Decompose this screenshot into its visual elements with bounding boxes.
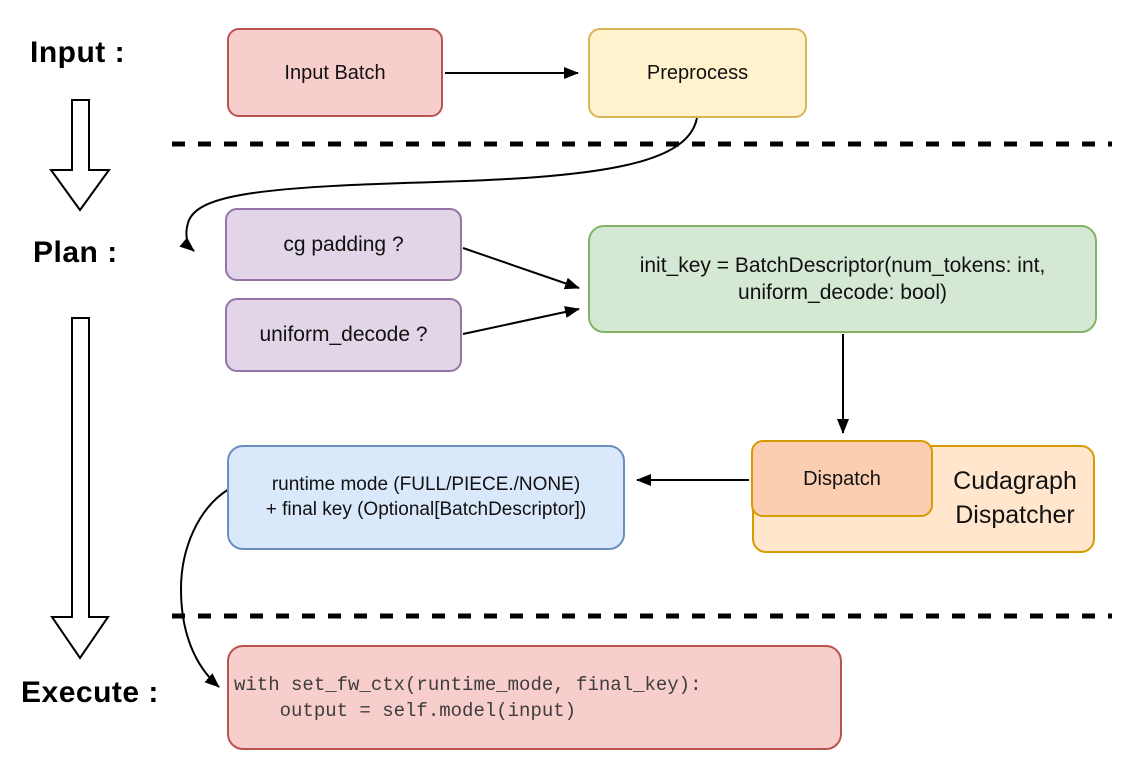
node-init-key-line1: init_key = BatchDescriptor(num_tokens: i… xyxy=(639,253,1046,277)
node-preprocess-label: Preprocess xyxy=(646,62,749,84)
stage-arrow-input-to-plan-icon xyxy=(49,99,111,212)
node-init-key-line2: uniform_decode: bool) xyxy=(738,281,947,304)
cudagraph-line2: Dispatcher xyxy=(955,501,1075,529)
stage-label-input: Input : xyxy=(30,36,126,69)
node-preprocess: Preprocess xyxy=(588,28,807,118)
execute-code-line1: with set_fw_ctx(runtime_mode, final_key)… xyxy=(234,673,702,696)
node-input-batch: Input Batch xyxy=(227,28,443,117)
stage-label-plan: Plan : xyxy=(33,236,118,269)
node-cg-padding-label: cg padding ? xyxy=(283,232,404,256)
node-runtime-mode-line2: + final key (Optional[BatchDescriptor]) xyxy=(265,498,587,520)
node-runtime-mode: runtime mode (FULL/PIECE./NONE) + final … xyxy=(227,445,625,550)
node-dispatch: Dispatch xyxy=(751,440,933,517)
node-init-key: init_key = BatchDescriptor(num_tokens: i… xyxy=(588,225,1097,333)
stage-label-execute: Execute : xyxy=(21,676,159,709)
node-uniform-decode-label: uniform_decode ? xyxy=(259,323,428,347)
edge-preprocess-cgpadding xyxy=(179,117,698,252)
node-cudagraph-dispatcher-label: Cudagraph Dispatcher xyxy=(935,453,1095,545)
stage-arrow-plan-to-execute-icon xyxy=(50,317,110,660)
node-runtime-mode-line1: runtime mode (FULL/PIECE./NONE) xyxy=(271,473,581,495)
node-execute-code: with set_fw_ctx(runtime_mode, final_key)… xyxy=(227,645,842,750)
cudagraph-line1: Cudagraph xyxy=(953,467,1077,496)
node-input-batch-label: Input Batch xyxy=(284,61,386,84)
node-uniform-decode: uniform_decode ? xyxy=(225,298,462,372)
node-cg-padding: cg padding ? xyxy=(225,208,462,281)
edge-cgpadding-initkey xyxy=(462,247,580,290)
execute-code-line2: output = self.model(input) xyxy=(234,699,577,722)
edge-uniformdecode-initkey xyxy=(462,306,580,335)
edge-runtimemode-executecode xyxy=(179,488,230,688)
node-dispatch-label: Dispatch xyxy=(803,467,881,490)
